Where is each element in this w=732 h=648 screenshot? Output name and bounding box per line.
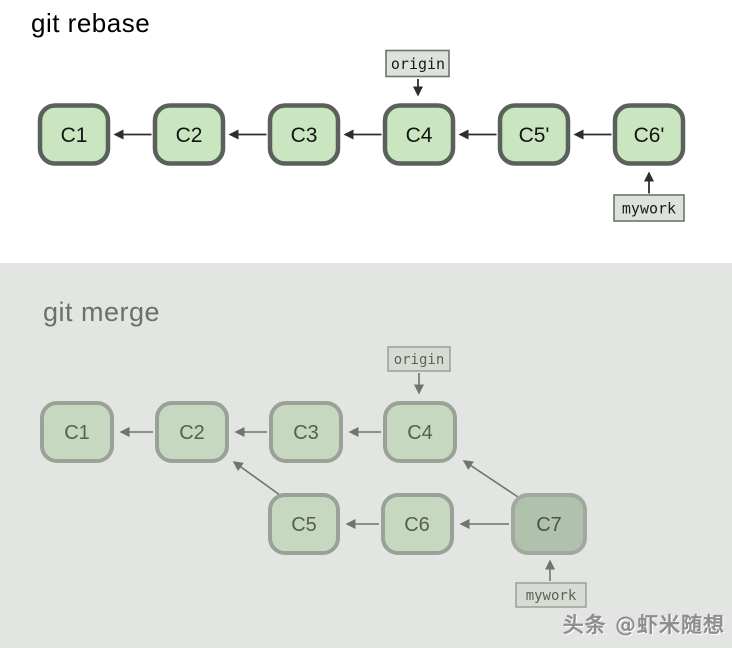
rebase-title: git rebase bbox=[31, 8, 151, 38]
commit-node-shape bbox=[37, 103, 111, 166]
commit-node-c3: C3 bbox=[267, 103, 341, 166]
mywork-ref-label: mywork bbox=[622, 199, 676, 217]
commit-node-shape bbox=[267, 103, 341, 166]
commit-node-c5-prime: C5' bbox=[497, 103, 571, 166]
commit-node-shape bbox=[497, 103, 571, 166]
commit-label: C3 bbox=[293, 422, 319, 444]
mywork-ref-label: mywork bbox=[526, 588, 577, 604]
commit-node-c2: C2 bbox=[152, 103, 226, 166]
mywork-ref-shape bbox=[515, 582, 587, 608]
commit-label: C2 bbox=[176, 124, 203, 147]
commit-node-shape bbox=[40, 401, 114, 463]
commit-node-c5: C5 bbox=[268, 493, 340, 555]
arrow-c5-to-c2 bbox=[232, 461, 285, 499]
origin-ref-shape bbox=[385, 49, 450, 78]
commit-label: C5 bbox=[291, 514, 317, 536]
commit-node-shape bbox=[381, 493, 454, 555]
commit-node-c2: C2 bbox=[155, 401, 229, 463]
commit-label: C6 bbox=[404, 514, 430, 536]
commit-node-c3: C3 bbox=[269, 401, 343, 463]
origin-ref-label: origin bbox=[394, 352, 445, 368]
commit-node-c6-prime: C6' bbox=[612, 103, 686, 166]
mywork-ref-box: mywork bbox=[515, 582, 587, 608]
commit-node-c1: C1 bbox=[37, 103, 111, 166]
commit-label: C4 bbox=[406, 124, 433, 147]
commit-node-shape bbox=[383, 401, 457, 463]
commit-node-shape bbox=[382, 103, 456, 166]
commit-node-shape bbox=[511, 493, 587, 555]
merge-diagram: origin mywork C1 C2 C3 C4 bbox=[40, 346, 587, 608]
commit-node-c1: C1 bbox=[40, 401, 114, 463]
commit-label: C5' bbox=[519, 124, 550, 147]
mywork-ref-box: mywork bbox=[613, 194, 685, 222]
commit-node-shape bbox=[152, 103, 226, 166]
commit-node-shape bbox=[612, 103, 686, 166]
arrow-c7-to-c4 bbox=[462, 460, 525, 502]
rebase-diagram: origin mywork C1 C2 C3 C4 bbox=[37, 49, 686, 222]
origin-ref-box: origin bbox=[387, 346, 451, 372]
origin-ref-box: origin bbox=[385, 49, 450, 78]
commit-node-shape bbox=[269, 401, 343, 463]
rebase-panel: git rebase origin bbox=[0, 0, 732, 263]
merge-panel: git merge origin bbox=[0, 263, 732, 648]
commit-node-c4: C4 bbox=[382, 103, 456, 166]
commit-node-c7-merge-commit: C7 bbox=[511, 493, 587, 555]
mywork-ref-shape bbox=[613, 194, 685, 222]
watermark: 头条 @虾米随想 bbox=[562, 613, 725, 637]
commit-node-shape bbox=[155, 401, 229, 463]
commit-label: C1 bbox=[64, 422, 90, 444]
merge-title: git merge bbox=[43, 297, 161, 327]
commit-label: C2 bbox=[179, 422, 205, 444]
commit-label: C1 bbox=[61, 124, 88, 147]
commit-node-c4: C4 bbox=[383, 401, 457, 463]
commit-node-shape bbox=[268, 493, 340, 555]
origin-ref-shape bbox=[387, 346, 451, 372]
commit-label: C3 bbox=[291, 124, 318, 147]
commit-node-c6: C6 bbox=[381, 493, 454, 555]
commit-label: C6' bbox=[634, 124, 665, 147]
origin-ref-label: origin bbox=[391, 55, 445, 73]
commit-label: C4 bbox=[407, 422, 433, 444]
commit-label: C7 bbox=[536, 514, 562, 536]
